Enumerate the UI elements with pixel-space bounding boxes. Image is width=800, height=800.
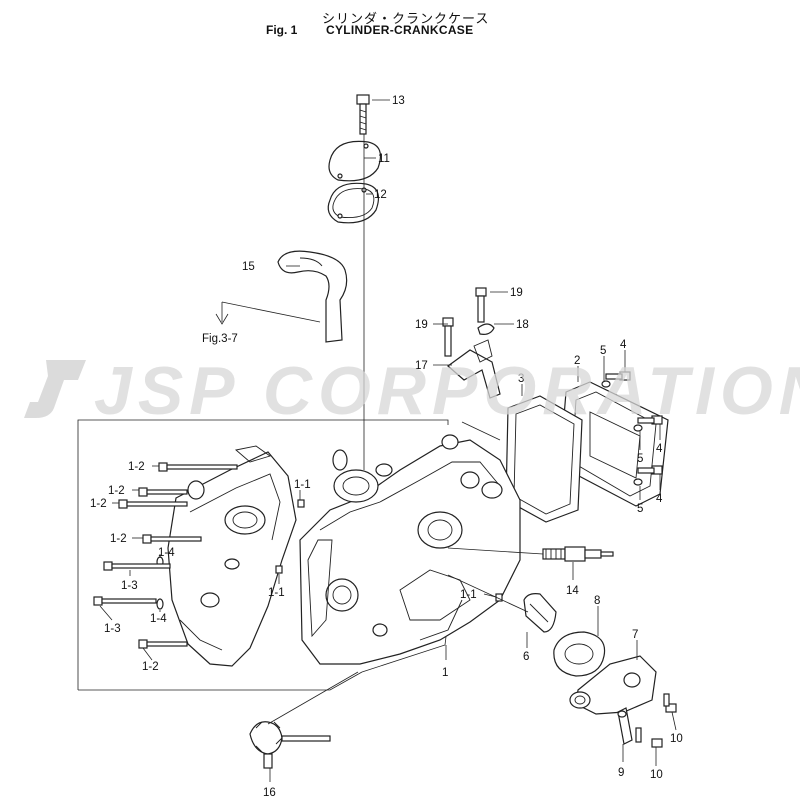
callout-11: 11 bbox=[378, 153, 390, 165]
callout-5-a: 5 bbox=[600, 345, 606, 357]
bolt-1-2-e bbox=[138, 639, 188, 649]
bolt-1-3-b bbox=[93, 596, 157, 606]
figure-number: Fig. 1 bbox=[266, 23, 298, 37]
callout-10-a: 10 bbox=[670, 733, 683, 745]
thermostat-6 bbox=[523, 593, 557, 633]
bolt-1-2-b bbox=[138, 487, 188, 497]
bolt-1-2-d bbox=[142, 534, 202, 544]
callout-15: 15 bbox=[242, 261, 255, 273]
callout-1-4-a: 1-4 bbox=[158, 547, 175, 559]
cylinder-block-1 bbox=[299, 434, 521, 665]
callout-5-c: 5 bbox=[637, 503, 643, 515]
callout-3: 3 bbox=[518, 373, 524, 385]
washer-5-c bbox=[633, 478, 643, 486]
bolt-4-a bbox=[605, 371, 631, 381]
callout-1-3-a: 1-3 bbox=[121, 580, 138, 592]
callout-12: 12 bbox=[374, 189, 387, 201]
callout-1-2-a: 1-2 bbox=[128, 461, 145, 473]
gasket-8 bbox=[553, 631, 606, 677]
callout-8: 8 bbox=[594, 595, 600, 607]
callout-1-3-b: 1-3 bbox=[104, 623, 121, 635]
bracket-17 bbox=[447, 339, 501, 399]
callout-4-a: 4 bbox=[620, 339, 627, 351]
bolt-1-3-a bbox=[103, 561, 171, 571]
callout-14: 14 bbox=[566, 585, 579, 597]
callout-1-1-a: 1-1 bbox=[294, 479, 311, 491]
bolt-19-left bbox=[442, 317, 454, 357]
title-english: CYLINDER-CRANKCASE bbox=[326, 23, 474, 37]
spark-plug-14 bbox=[542, 546, 614, 562]
callout-1-2-e: 1-2 bbox=[142, 661, 159, 673]
callout-5-b: 5 bbox=[637, 453, 643, 465]
callout-18: 18 bbox=[516, 319, 529, 331]
impeller-assembly-16 bbox=[249, 721, 331, 769]
dowel-pin-1-1-a bbox=[297, 499, 305, 508]
bolt-10-a bbox=[663, 693, 677, 713]
callout-1-4-b: 1-4 bbox=[150, 613, 167, 625]
callout-1: 1 bbox=[442, 667, 448, 679]
bracket-9 bbox=[617, 707, 633, 745]
cover-plate-11 bbox=[328, 140, 381, 182]
bolt-1-2-a bbox=[158, 462, 238, 472]
crankcase-left-half bbox=[167, 445, 297, 667]
callout-4-b: 4 bbox=[656, 443, 663, 455]
callout-1-2-b: 1-2 bbox=[108, 485, 125, 497]
callout-1-2-d: 1-2 bbox=[110, 533, 127, 545]
callout-17: 17 bbox=[415, 360, 428, 372]
bolt-1-2-c bbox=[118, 499, 188, 509]
elbow-cover-7 bbox=[569, 655, 657, 715]
washer-5-a bbox=[601, 380, 611, 388]
callout-19-upper: 19 bbox=[510, 287, 523, 299]
callout-7: 7 bbox=[632, 629, 638, 641]
bolt-4-c bbox=[637, 465, 663, 475]
hose-15 bbox=[277, 250, 348, 343]
callout-4-c: 4 bbox=[656, 493, 663, 505]
figure-reference: Fig.3-7 bbox=[202, 333, 238, 345]
bolt-4-b bbox=[637, 415, 663, 425]
washer-5-b bbox=[633, 424, 643, 432]
callout-10-b: 10 bbox=[650, 769, 663, 781]
callout-19-left: 19 bbox=[415, 319, 428, 331]
callout-9: 9 bbox=[618, 767, 624, 779]
assembly-enclosure bbox=[77, 419, 449, 690]
callout-2: 2 bbox=[574, 355, 580, 367]
callout-16: 16 bbox=[263, 787, 276, 799]
callout-13: 13 bbox=[392, 95, 405, 107]
dowel-pin-1-1-b bbox=[275, 565, 283, 574]
gasket-12 bbox=[327, 182, 379, 224]
callout-1-2-c: 1-2 bbox=[90, 498, 107, 510]
washer-1-4-b bbox=[156, 598, 164, 610]
callout-1-1-c: 1-1 bbox=[460, 589, 477, 601]
bolt-10-b bbox=[635, 727, 663, 748]
bolt-13 bbox=[356, 94, 370, 135]
title-japanese: シリンダ・クランクケース bbox=[322, 11, 490, 26]
callout-6: 6 bbox=[523, 651, 529, 663]
bolt-19-upper bbox=[475, 287, 487, 323]
callout-1-1-b: 1-1 bbox=[268, 587, 285, 599]
clip-18 bbox=[477, 323, 495, 335]
